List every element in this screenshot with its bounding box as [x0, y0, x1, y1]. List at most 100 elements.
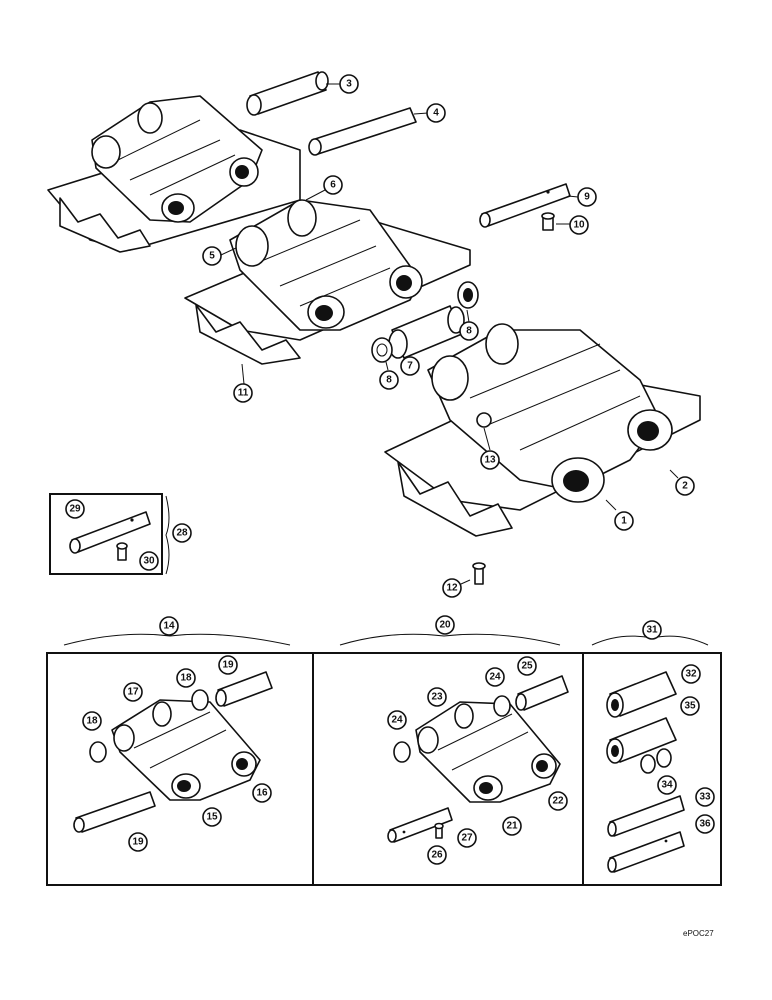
svg-text:24: 24: [489, 672, 501, 683]
callout-8a: 8: [459, 321, 479, 341]
link-assembly-14: [111, 699, 261, 801]
svg-text:15: 15: [206, 812, 218, 823]
callout-2: 2: [675, 476, 695, 496]
callout-32: 32: [681, 664, 701, 684]
svg-text:4: 4: [433, 108, 439, 119]
callout-8b: 8: [379, 370, 399, 390]
track-shoe-assembly-upper: [47, 95, 301, 253]
callout-23: 23: [427, 687, 447, 707]
seals-34: [640, 748, 672, 774]
svg-text:8: 8: [466, 326, 472, 337]
callout-17: 17: [123, 682, 143, 702]
seal-8-upper: [457, 281, 479, 309]
svg-text:2: 2: [682, 481, 688, 492]
pin-3: [246, 71, 329, 116]
svg-text:12: 12: [446, 583, 458, 594]
svg-text:8: 8: [386, 375, 392, 386]
svg-text:1: 1: [621, 516, 627, 527]
callout-19b: 19: [128, 832, 148, 852]
svg-text:36: 36: [699, 819, 711, 830]
brace-14: [63, 633, 291, 646]
svg-text:22: 22: [552, 796, 564, 807]
callout-35: 35: [680, 696, 700, 716]
svg-text:3: 3: [346, 79, 352, 90]
callout-18b: 18: [176, 668, 196, 688]
svg-text:19: 19: [222, 660, 234, 671]
callout-4: 4: [426, 103, 446, 123]
callout-1: 1: [614, 511, 634, 531]
pin-4: [308, 107, 417, 156]
callout-13: 13: [480, 450, 500, 470]
svg-text:24: 24: [391, 715, 403, 726]
svg-text:11: 11: [238, 388, 249, 399]
seal-24-left: [393, 741, 411, 763]
svg-text:14: 14: [163, 621, 175, 632]
callout-22: 22: [548, 791, 568, 811]
bushing-32: [606, 671, 677, 718]
callout-36: 36: [695, 814, 715, 834]
callout-12: 12: [442, 578, 462, 598]
callout-18a: 18: [82, 711, 102, 731]
bushing-7: [388, 305, 465, 359]
callout-29: 29: [65, 499, 85, 519]
pin-19-lower: [73, 791, 156, 833]
brace-20: [339, 633, 561, 646]
callout-10: 10: [569, 215, 589, 235]
callout-33: 33: [695, 787, 715, 807]
svg-text:30: 30: [143, 556, 155, 567]
callout-7: 7: [400, 356, 420, 376]
callout-25: 25: [517, 656, 537, 676]
svg-text:5: 5: [209, 251, 215, 262]
pin-33: [607, 795, 685, 837]
callout-24a: 24: [387, 710, 407, 730]
seal-18-left: [89, 741, 107, 763]
svg-text:18: 18: [180, 673, 192, 684]
bolt-12: [472, 562, 486, 585]
callout-27: 27: [457, 828, 477, 848]
callout-9: 9: [577, 187, 597, 207]
callout-31: 31: [642, 620, 662, 640]
master-pin-26: [387, 807, 453, 843]
seal-24-right: [493, 695, 511, 717]
seal-8-lower: [371, 337, 393, 363]
svg-text:6: 6: [330, 180, 336, 191]
track-shoe-assembly-middle: [184, 199, 471, 365]
svg-text:25: 25: [521, 661, 533, 672]
pin-19-upper: [215, 671, 273, 707]
callout-34: 34: [657, 775, 677, 795]
svg-text:10: 10: [573, 220, 585, 231]
svg-text:9: 9: [584, 192, 590, 203]
svg-text:26: 26: [431, 850, 443, 861]
svg-text:23: 23: [431, 692, 443, 703]
svg-text:33: 33: [699, 792, 711, 803]
track-shoe-assembly-lower: [384, 323, 701, 537]
link-assembly-20: [415, 701, 561, 803]
svg-text:18: 18: [86, 716, 98, 727]
bolt-27: [434, 822, 444, 839]
svg-text:17: 17: [127, 687, 139, 698]
callout-14: 14: [159, 616, 179, 636]
panel-group-31: [582, 652, 722, 886]
bolt-10: [541, 212, 555, 231]
svg-text:35: 35: [684, 701, 696, 712]
svg-text:27: 27: [461, 833, 473, 844]
callout-15: 15: [202, 807, 222, 827]
callout-11: 11: [233, 383, 253, 403]
drawing-code: ePOC27: [683, 929, 714, 938]
callout-21: 21: [502, 816, 522, 836]
callout-26: 26: [427, 845, 447, 865]
svg-text:16: 16: [256, 788, 268, 799]
bushing-35: [606, 717, 677, 764]
pin-25: [515, 675, 569, 711]
callout-24b: 24: [485, 667, 505, 687]
svg-text:31: 31: [646, 625, 658, 636]
callout-16: 16: [252, 783, 272, 803]
callout-5: 5: [202, 246, 222, 266]
callout-19a: 19: [218, 655, 238, 675]
master-pin-36: [607, 831, 685, 873]
svg-text:13: 13: [484, 455, 496, 466]
svg-text:32: 32: [685, 669, 697, 680]
svg-text:7: 7: [407, 361, 413, 372]
callout-30: 30: [139, 551, 159, 571]
